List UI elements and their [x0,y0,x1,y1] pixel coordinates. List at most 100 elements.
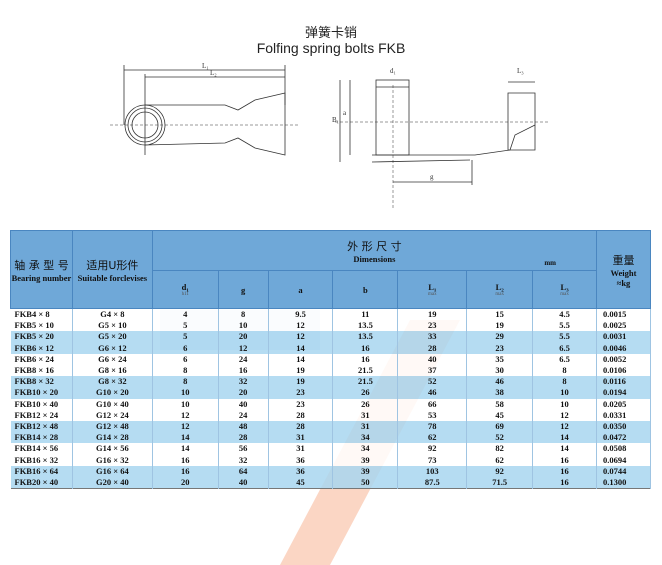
table-cell: 31 [268,432,334,444]
table-cell: 92 [466,465,534,477]
table-cell: 8 [532,376,597,388]
table-cell: 0.0052 [596,353,652,365]
table-cell: 69 [466,420,534,433]
table-cell: G8 × 16 [72,364,153,377]
table-cell: 8 [152,364,219,377]
table-cell: 66 [397,398,468,410]
table-cell: G10 × 20 [72,387,153,399]
table-cell: 0.0015 [596,308,652,321]
technical-drawing: L₁ L₂ d₁ L₃ B₁ a g [110,62,550,210]
table-cell: 5 [152,320,219,332]
table-cell: 14 [152,443,219,455]
table-cell: 19 [268,364,334,377]
table-cell: 23 [268,398,334,410]
table-cell: 28 [218,432,269,444]
table-cell: 24 [218,409,269,421]
table-cell: FKB6 × 12 [10,342,73,354]
table-cell: 46 [397,387,468,399]
label-l2: L₂ [210,69,217,77]
table-cell: G20 × 40 [72,476,153,489]
label-l1: L₁ [202,62,209,70]
table-cell: 11 [332,308,399,321]
table-cell: 0.0031 [596,331,652,343]
table-cell: 39 [332,465,399,477]
table-cell: 21.5 [332,364,399,377]
table-cell: 10 [532,387,597,399]
table-cell: FKB12 × 48 [10,420,73,433]
table-cell: 14 [268,342,334,354]
table-cell: 14 [532,443,597,455]
table-cell: 20 [152,476,219,489]
table-cell: 12 [532,420,597,433]
table-cell: 62 [466,454,534,466]
table-cell: 0.0106 [596,364,652,377]
table-cell: FKB8 × 32 [10,376,73,388]
table-cell: FKB12 × 24 [10,409,73,421]
table-cell: 16 [332,353,399,365]
table-cell: FKB10 × 20 [10,387,73,399]
table-cell: G14 × 56 [72,443,153,455]
header-g: g [217,270,269,309]
table-cell: 0.0331 [596,409,652,421]
label-d1: d₁ [390,67,396,75]
table-cell: 45 [466,409,534,421]
table-cell: 14 [152,432,219,444]
table-cell: 40 [397,353,468,365]
table-cell: 0.0116 [596,376,652,388]
table-cell: G12 × 48 [72,420,153,433]
table-cell: 12 [152,409,219,421]
table-cell: 13.5 [332,320,399,332]
table-cell: 19 [466,320,534,332]
table-cell: G4 × 8 [72,308,153,321]
table-cell: 34 [332,443,399,455]
table-cell: 21.5 [332,376,399,388]
table-cell: 13.5 [332,331,399,343]
table-cell: 36 [268,465,334,477]
table-cell: 26 [332,387,399,399]
table-cell: 40 [218,476,269,489]
table-cell: 33 [397,331,468,343]
table-cell: 10 [218,320,269,332]
table-cell: FKB6 × 24 [10,353,73,365]
table-cell: 5 [152,331,219,343]
table-cell: 39 [332,454,399,466]
table-cell: 16 [152,454,219,466]
table-cell: 36 [268,454,334,466]
table-cell: 48 [218,420,269,433]
table-cell: G12 × 24 [72,409,153,421]
table-cell: 12 [268,331,334,343]
table-cell: 0.0472 [596,432,652,444]
header-b: b [332,270,399,309]
table-cell: FKB5 × 20 [10,331,73,343]
table-cell: 58 [466,398,534,410]
table-cell: 30 [466,364,534,377]
table-cell: 12 [152,420,219,433]
table-cell: 26 [332,398,399,410]
title-english: Folfing spring bolts FKB [256,40,406,56]
table-cell: 12 [532,409,597,421]
table-cell: 52 [466,432,534,444]
table-cell: FKB10 × 40 [10,398,73,410]
table-cell: 10 [152,398,219,410]
table-cell: FKB16 × 32 [10,454,73,466]
table-cell: 4.5 [532,308,597,321]
table-cell: 16 [218,364,269,377]
table-cell: 29 [466,331,534,343]
table-cell: 24 [218,353,269,365]
table-cell: 0.0350 [596,420,652,433]
top-view-drawing: L₁ L₂ [110,62,300,156]
table-cell: 87.5 [397,476,468,489]
table-cell: FKB16 × 64 [10,465,73,477]
table-cell: 4 [152,308,219,321]
table-cell: 92 [397,443,468,455]
table-cell: 103 [397,465,468,477]
